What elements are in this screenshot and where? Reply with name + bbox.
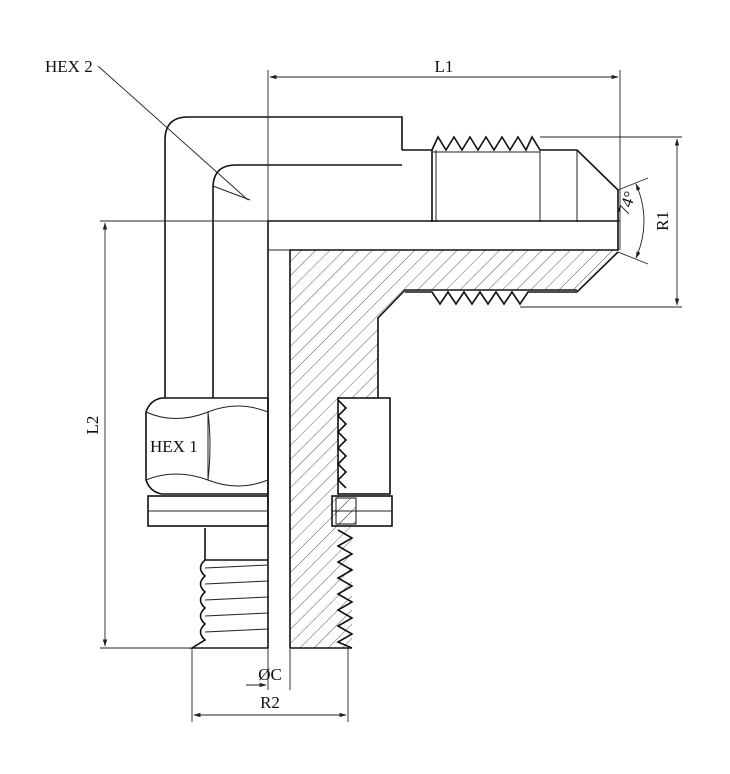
dim-l2 bbox=[100, 222, 268, 649]
hex1-nut bbox=[145, 397, 269, 495]
label-hex1: HEX 1 bbox=[150, 437, 198, 456]
label-r2: R2 bbox=[260, 693, 280, 712]
flare-fitting bbox=[402, 135, 619, 306]
dim-l1 bbox=[267, 70, 621, 250]
section-view bbox=[267, 220, 619, 649]
washer bbox=[147, 495, 269, 527]
dim-r2 bbox=[191, 648, 349, 722]
label-r1: R1 bbox=[653, 211, 672, 231]
label-hex2: HEX 2 bbox=[45, 57, 93, 76]
dim-r1 bbox=[520, 136, 682, 308]
label-bore: ØC bbox=[258, 665, 282, 684]
elbow-body bbox=[164, 116, 403, 398]
label-l1: L1 bbox=[435, 57, 454, 76]
threaded-stud bbox=[189, 528, 269, 649]
hex2-leader bbox=[97, 65, 249, 201]
dim-bore bbox=[246, 648, 291, 690]
dim-angle bbox=[617, 177, 649, 265]
label-l2: L2 bbox=[83, 416, 102, 435]
